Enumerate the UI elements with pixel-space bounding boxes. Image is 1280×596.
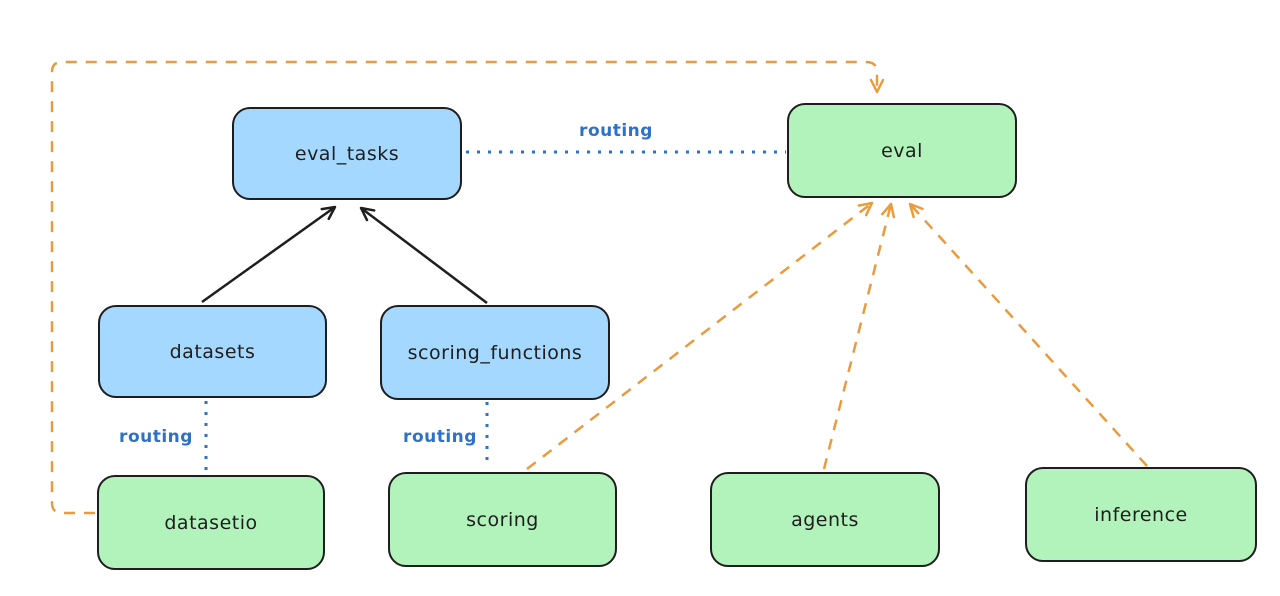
edge-datasetio-to-eval <box>50 60 885 515</box>
node-scoring-functions: scoring_functions <box>380 305 610 400</box>
node-datasetio-label: datasetio <box>164 511 258 534</box>
node-eval-tasks: eval_tasks <box>232 107 462 200</box>
node-eval: eval <box>787 103 1017 198</box>
node-eval-label: eval <box>881 139 923 162</box>
node-inference-label: inference <box>1094 503 1188 526</box>
edge-scoring-to-eval <box>526 201 874 470</box>
node-agents-label: agents <box>791 508 859 531</box>
node-inference: inference <box>1025 467 1257 562</box>
routing-label-scoring-functions-scoring: routing <box>403 427 477 447</box>
node-scoring: scoring <box>388 472 617 567</box>
node-datasets: datasets <box>98 305 327 398</box>
routing-label-datasets-datasetio: routing <box>119 427 193 447</box>
node-scoring-functions-label: scoring_functions <box>407 341 583 364</box>
edge-scoring-functions-to-eval-tasks <box>359 206 488 304</box>
node-datasetio: datasetio <box>97 475 325 570</box>
routing-label-eval-tasks-eval: routing <box>579 121 653 141</box>
edge-inference-to-eval <box>908 202 1148 467</box>
node-agents: agents <box>710 472 940 567</box>
node-eval-tasks-label: eval_tasks <box>294 142 400 165</box>
edge-agents-to-eval <box>822 202 896 470</box>
edge-datasets-to-eval-tasks <box>201 205 337 304</box>
node-datasets-label: datasets <box>169 340 256 363</box>
node-scoring-label: scoring <box>466 508 539 531</box>
